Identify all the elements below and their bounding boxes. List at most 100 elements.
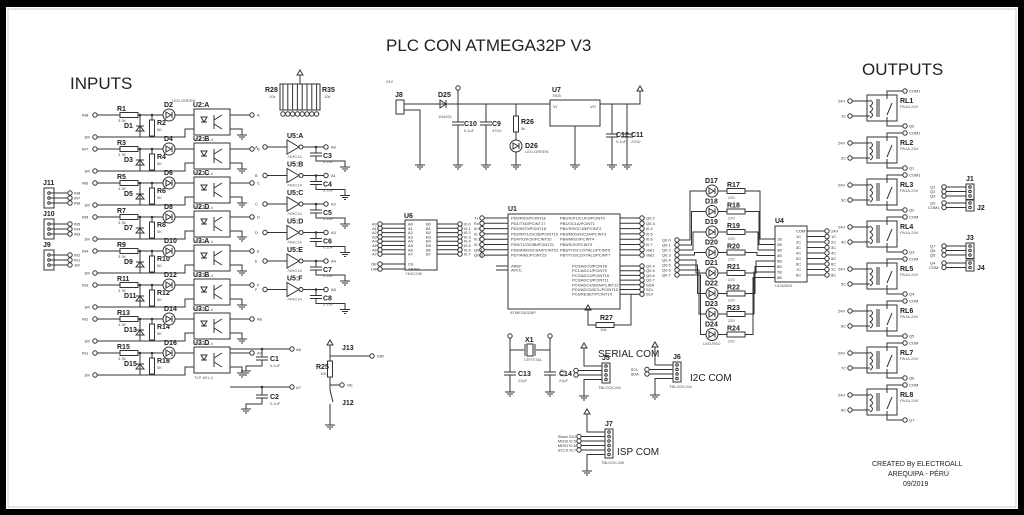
- buffer-pin-label: A0: [408, 222, 414, 227]
- ground-icon: [481, 164, 491, 170]
- buffer-ref: U6: [404, 213, 413, 220]
- mcu-net-label: I0.7: [646, 242, 653, 247]
- inverter-output-label: A4: [331, 259, 337, 264]
- diode-glyph: [708, 248, 716, 257]
- resistor-ref: R12: [157, 290, 170, 297]
- capacitor-icon: [480, 121, 492, 126]
- mcu-terminal: [639, 277, 645, 283]
- driver-net-label: 7C: [831, 267, 836, 272]
- led-circle: [509, 139, 523, 153]
- wire: [583, 353, 602, 367]
- relay-supply-label: 24V: [838, 351, 845, 356]
- driver-net-label: 5C: [831, 256, 836, 261]
- indicator-led-icon: [162, 312, 176, 326]
- connector-pin: [968, 194, 972, 198]
- capacitor-ref: C7: [323, 267, 332, 274]
- status-led-icon: [705, 328, 719, 341]
- wire: [886, 342, 903, 351]
- opto-output-terminal: [249, 350, 255, 356]
- opto-ref: U3:D: [193, 340, 209, 347]
- opto-glyph: [200, 352, 223, 368]
- buffer-pin-label: B6: [426, 247, 432, 252]
- buffer-terminal: [457, 234, 463, 240]
- relay-part: PA1A-24V: [900, 314, 919, 319]
- terminal-block-pin: [607, 448, 611, 452]
- driver-part: ULN2803: [775, 283, 793, 288]
- resistor-ref: R25: [316, 364, 329, 371]
- connector-pin-label: Q6: [930, 248, 936, 253]
- connector-pin: [47, 232, 51, 236]
- resistor-ref: R20: [727, 244, 740, 251]
- mcu-terminal: [639, 286, 645, 293]
- ground-icon: [607, 164, 617, 170]
- wire: [583, 379, 602, 396]
- driver-net-label: 2C: [831, 240, 836, 245]
- connector-pin: [47, 227, 51, 231]
- driver-terminal: [824, 250, 830, 256]
- driver-body: [774, 225, 808, 283]
- relay-output-terminal: [902, 291, 908, 297]
- schematic-sheet: PLC CON ATMEGA32P V3 INPUTS OUTPUTS CREA…: [6, 7, 1018, 509]
- led-resistor: [726, 208, 746, 215]
- relay-supply-label: 24V: [838, 141, 845, 146]
- buffer-net-label: I0.7: [464, 252, 471, 257]
- buffer-pin-label: B7: [426, 252, 432, 257]
- pullup-resistor: [327, 360, 333, 378]
- input-net-label: IN7: [82, 147, 89, 152]
- relay-coil-icon: [869, 225, 873, 245]
- relay-part: PA1A-24V: [900, 230, 919, 235]
- relay-output-label: Q6: [909, 376, 915, 381]
- pulldown-resistor: [149, 289, 155, 307]
- input-net-label: IN6: [82, 181, 89, 186]
- ground-icon: [237, 202, 247, 208]
- status-led-icon: [705, 205, 719, 218]
- mcu-pin-label: PB1/OC1A/PCINT1: [560, 221, 596, 226]
- connector-pin-label: Q7: [930, 244, 936, 249]
- footer-author: CREATED By ELECTROALL: [872, 461, 963, 468]
- wire: [97, 298, 194, 308]
- mcu-net-label: Q0.5: [646, 268, 655, 273]
- relay-coil-label: 7C: [841, 366, 846, 371]
- capacitor-value: 0.1uF: [323, 273, 334, 278]
- crystal-cap-icon: [544, 371, 556, 376]
- wire: [97, 196, 194, 206]
- relay-output-label: Q2: [909, 208, 915, 213]
- led-resistor: [726, 249, 746, 256]
- inverter-output-terminal: [323, 172, 329, 179]
- resistor-value: 220: [728, 195, 735, 200]
- diode-ref: D9: [124, 259, 133, 266]
- wire: [886, 132, 903, 141]
- wire: [315, 213, 346, 224]
- relay-contact-icon: [886, 102, 893, 116]
- driver-pin-label: 3C: [796, 245, 801, 250]
- inverter-input-label: C: [255, 202, 258, 207]
- resistor-ref: R10: [157, 256, 170, 263]
- ground-icon: [241, 408, 251, 414]
- connector-pin: [968, 261, 972, 265]
- wire: [245, 398, 263, 409]
- capacitor-ref: C14: [559, 371, 572, 378]
- driver-pin-label: 2C: [796, 240, 801, 245]
- tvs-diode-icon: [134, 329, 146, 336]
- relay-output-label: Q3: [909, 250, 915, 255]
- inverter-input-terminal: [262, 172, 268, 179]
- relay-output-label: Q1: [909, 166, 915, 171]
- resistor-ref: R23: [727, 305, 740, 312]
- wire: [230, 332, 243, 339]
- driver-input-label: Q0.4: [662, 258, 671, 263]
- regulator-ref: U7: [552, 87, 561, 94]
- relay-output-label: Q7: [909, 418, 915, 423]
- terminal-block-terminal: [576, 442, 582, 449]
- wire: [315, 298, 346, 310]
- opto-glyph: [200, 284, 223, 300]
- indicator-led-icon: [162, 142, 176, 156]
- relay-com-label: COM: [909, 257, 918, 262]
- common-label: 1M: [84, 339, 90, 344]
- capacitor-value: 0.1uF: [323, 159, 334, 164]
- resistor-value: 3.3K: [118, 220, 127, 225]
- capacitor-value: 220U: [631, 139, 641, 144]
- opto-part: TLP-521-4: [194, 171, 214, 176]
- connector-terminal: [941, 264, 947, 271]
- mcu-net-label: Tx: [474, 216, 478, 221]
- capacitor-ref: C1: [270, 356, 279, 363]
